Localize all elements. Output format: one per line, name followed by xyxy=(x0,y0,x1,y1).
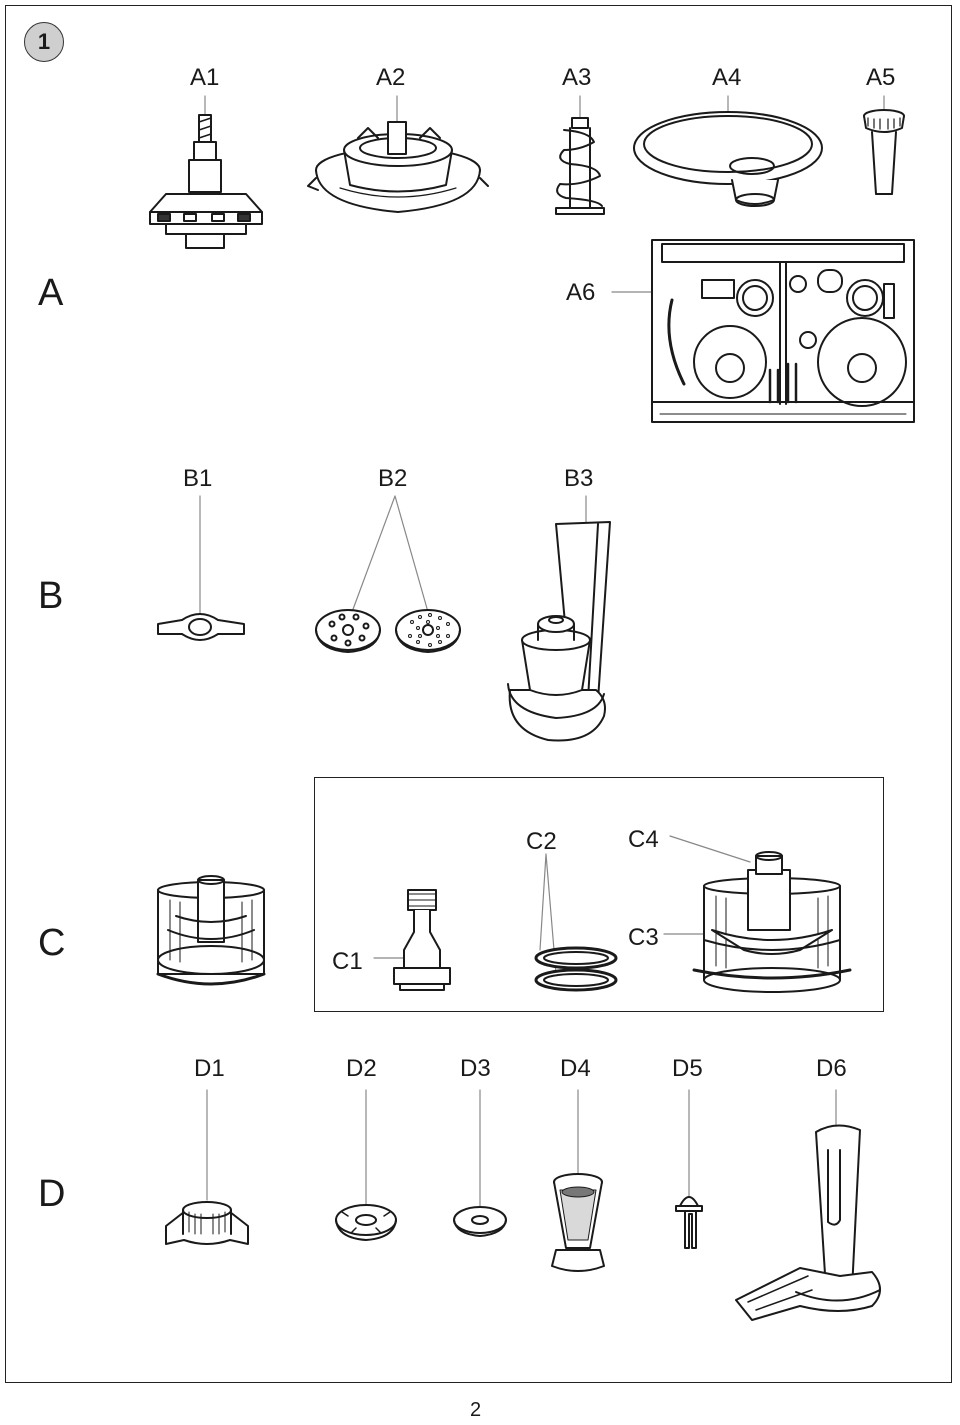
part-d3-washer xyxy=(453,1089,507,1237)
label-c2: C2 xyxy=(526,828,557,855)
label-a6: A6 xyxy=(566,279,596,306)
c-group-box xyxy=(314,777,884,1012)
label-a3: A3 xyxy=(562,64,592,91)
row-label-d: D xyxy=(38,1173,66,1215)
label-b3: B3 xyxy=(564,465,594,492)
label-c4: C4 xyxy=(628,826,659,853)
part-c-assembled-housing xyxy=(156,875,266,986)
label-d2: D2 xyxy=(346,1055,377,1082)
figure-number: 1 xyxy=(37,29,51,54)
label-b1: B1 xyxy=(183,465,213,492)
part-d2-disc xyxy=(335,1089,397,1241)
label-a4: A4 xyxy=(712,64,742,91)
part-d4-sieve xyxy=(551,1089,605,1272)
figure-frame xyxy=(5,5,952,1383)
part-b3-filling-tube xyxy=(507,495,611,742)
row-label-c: C xyxy=(38,922,66,964)
part-a5-pusher xyxy=(863,95,905,195)
label-d5: D5 xyxy=(672,1055,703,1082)
part-c3-c4-housing xyxy=(663,835,852,993)
part-b1-wing-nut xyxy=(157,495,245,641)
label-a2: A2 xyxy=(376,64,406,91)
figure-number-badge: 1 xyxy=(24,22,64,62)
part-a3-auger xyxy=(555,95,605,215)
part-a2-housing xyxy=(307,95,489,213)
part-a6-storage-box xyxy=(611,239,915,423)
page-number: 2 xyxy=(470,1399,482,1421)
part-b2-cutting-discs xyxy=(315,495,461,653)
label-b2: B2 xyxy=(378,465,408,492)
part-a1-drive-shaft xyxy=(149,95,263,249)
part-d6-tool xyxy=(735,1089,881,1321)
label-d1: D1 xyxy=(194,1055,225,1082)
label-d3: D3 xyxy=(460,1055,491,1082)
label-a5: A5 xyxy=(866,64,896,91)
part-a4-tray xyxy=(633,95,823,207)
label-a1: A1 xyxy=(190,64,220,91)
part-d1-ring-nut xyxy=(165,1089,249,1245)
part-c2-rings xyxy=(534,853,618,992)
row-label-a: A xyxy=(38,272,64,314)
label-d4: D4 xyxy=(560,1055,591,1082)
label-c3: C3 xyxy=(628,924,659,951)
row-label-b: B xyxy=(38,575,64,617)
label-d6: D6 xyxy=(816,1055,847,1082)
part-c1-shaft xyxy=(373,889,451,991)
label-c1: C1 xyxy=(332,948,363,975)
part-d5-pin xyxy=(675,1089,703,1249)
